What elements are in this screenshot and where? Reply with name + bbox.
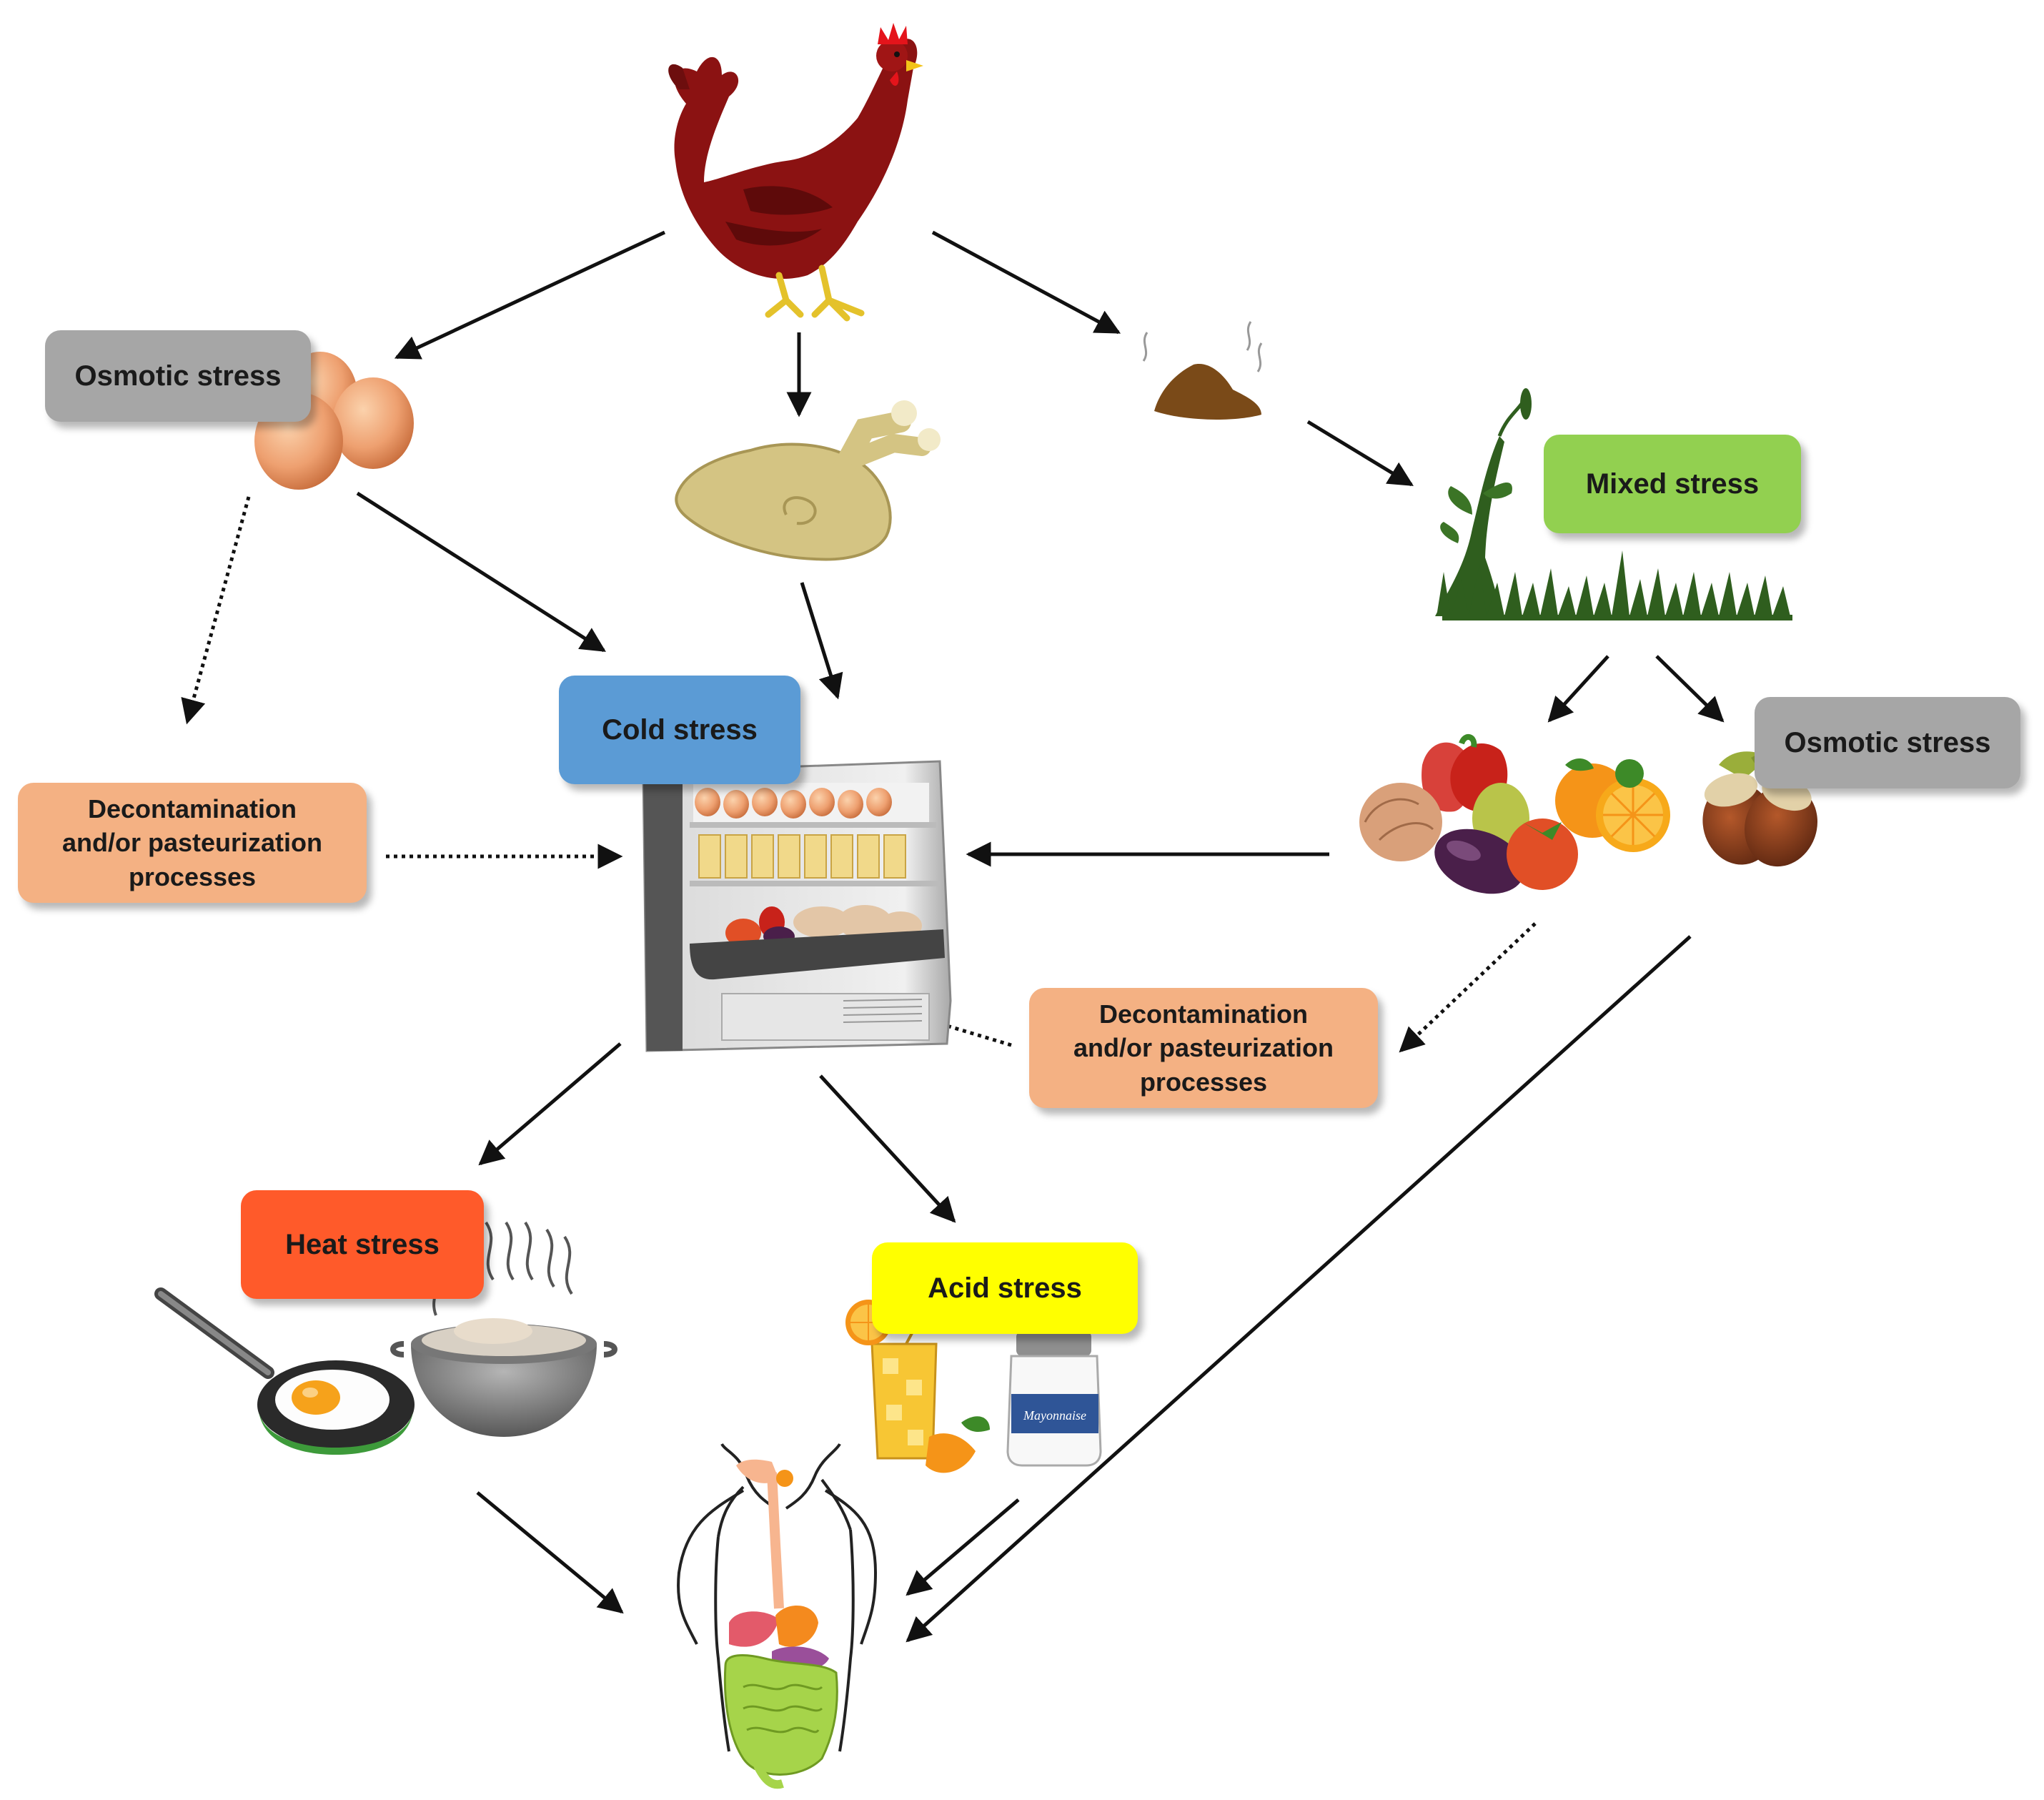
osmotic-stress-nuts-label: Osmotic stress [1755, 697, 2020, 788]
arrows [356, 230, 1725, 1643]
decontamination-right-line-3: processes [1139, 1067, 1268, 1097]
arrow-manure-to-plants [1306, 420, 1414, 487]
decontamination-right-line-1: Decontamination [1098, 999, 1309, 1029]
frying-pan-icon [154, 1287, 415, 1455]
mixed-stress-label: Mixed stress [1544, 435, 1801, 533]
dotted-arrow-vegetables-to-decontamination [1399, 922, 1537, 1053]
raw-chicken-icon [675, 400, 941, 561]
manure-icon [1142, 321, 1263, 420]
decontamination-left-line-1: Decontamination [87, 793, 297, 824]
human-digestive-system-icon [677, 1443, 878, 1789]
arrow-acid-to-human [906, 1498, 1020, 1596]
acid-stress-text: Acid stress [928, 1272, 1082, 1304]
osmotic-stress-eggs-text: Osmotic stress [74, 360, 282, 392]
arrow-plants-to-nuts [1655, 655, 1725, 723]
arrow-plants-to-vegetables [1547, 655, 1609, 723]
cold-stress-label: Cold stress [559, 676, 800, 784]
arrow-heat-to-human [476, 1491, 624, 1614]
heat-stress-label: Heat stress [241, 1190, 484, 1299]
refrigerator-icon [642, 760, 952, 1052]
arrow-nuts-to-human [906, 935, 1692, 1643]
osmotic-stress-eggs-label: Osmotic stress [45, 330, 311, 422]
arrow-fridge-to-acid [819, 1074, 956, 1223]
arrow-fridge-to-heat [478, 1042, 622, 1166]
orange-juice-icon [845, 1300, 990, 1473]
mayonnaise-label-text: Mayonnaise [1023, 1408, 1086, 1423]
acid-stress-label: Acid stress [872, 1242, 1138, 1334]
heat-stress-text: Heat stress [285, 1228, 440, 1260]
plants-icon [1435, 388, 1792, 620]
arrow-chicken-to-fridge [800, 582, 843, 700]
decontamination-label-left: Decontamination and/or pasteurization pr… [18, 783, 367, 903]
osmotic-stress-nuts-text: Osmotic stress [1784, 726, 1991, 758]
arrow-hen-to-manure [931, 230, 1121, 335]
decontamination-left-line-2: and/or pasteurization [61, 828, 323, 858]
mayonnaise-jar-icon: Mayonnaise [1006, 1331, 1102, 1467]
arrow-eggs-to-fridge [356, 491, 606, 653]
hen-icon [668, 23, 923, 322]
decontamination-label-right: Decontamination and/or pasteurization pr… [1029, 988, 1378, 1108]
arrow-hen-to-eggs [394, 230, 666, 360]
dotted-arrow-eggs-to-decontamination [181, 496, 251, 725]
vegetables-fruits-icon [1359, 734, 1670, 894]
cold-stress-text: Cold stress [602, 713, 758, 746]
decontamination-left-line-3: processes [128, 861, 257, 891]
mixed-stress-text: Mixed stress [1585, 468, 1760, 500]
decontamination-right-line-2: and/or pasteurization [1073, 1033, 1334, 1063]
cooking-pot-icon [390, 1221, 617, 1437]
